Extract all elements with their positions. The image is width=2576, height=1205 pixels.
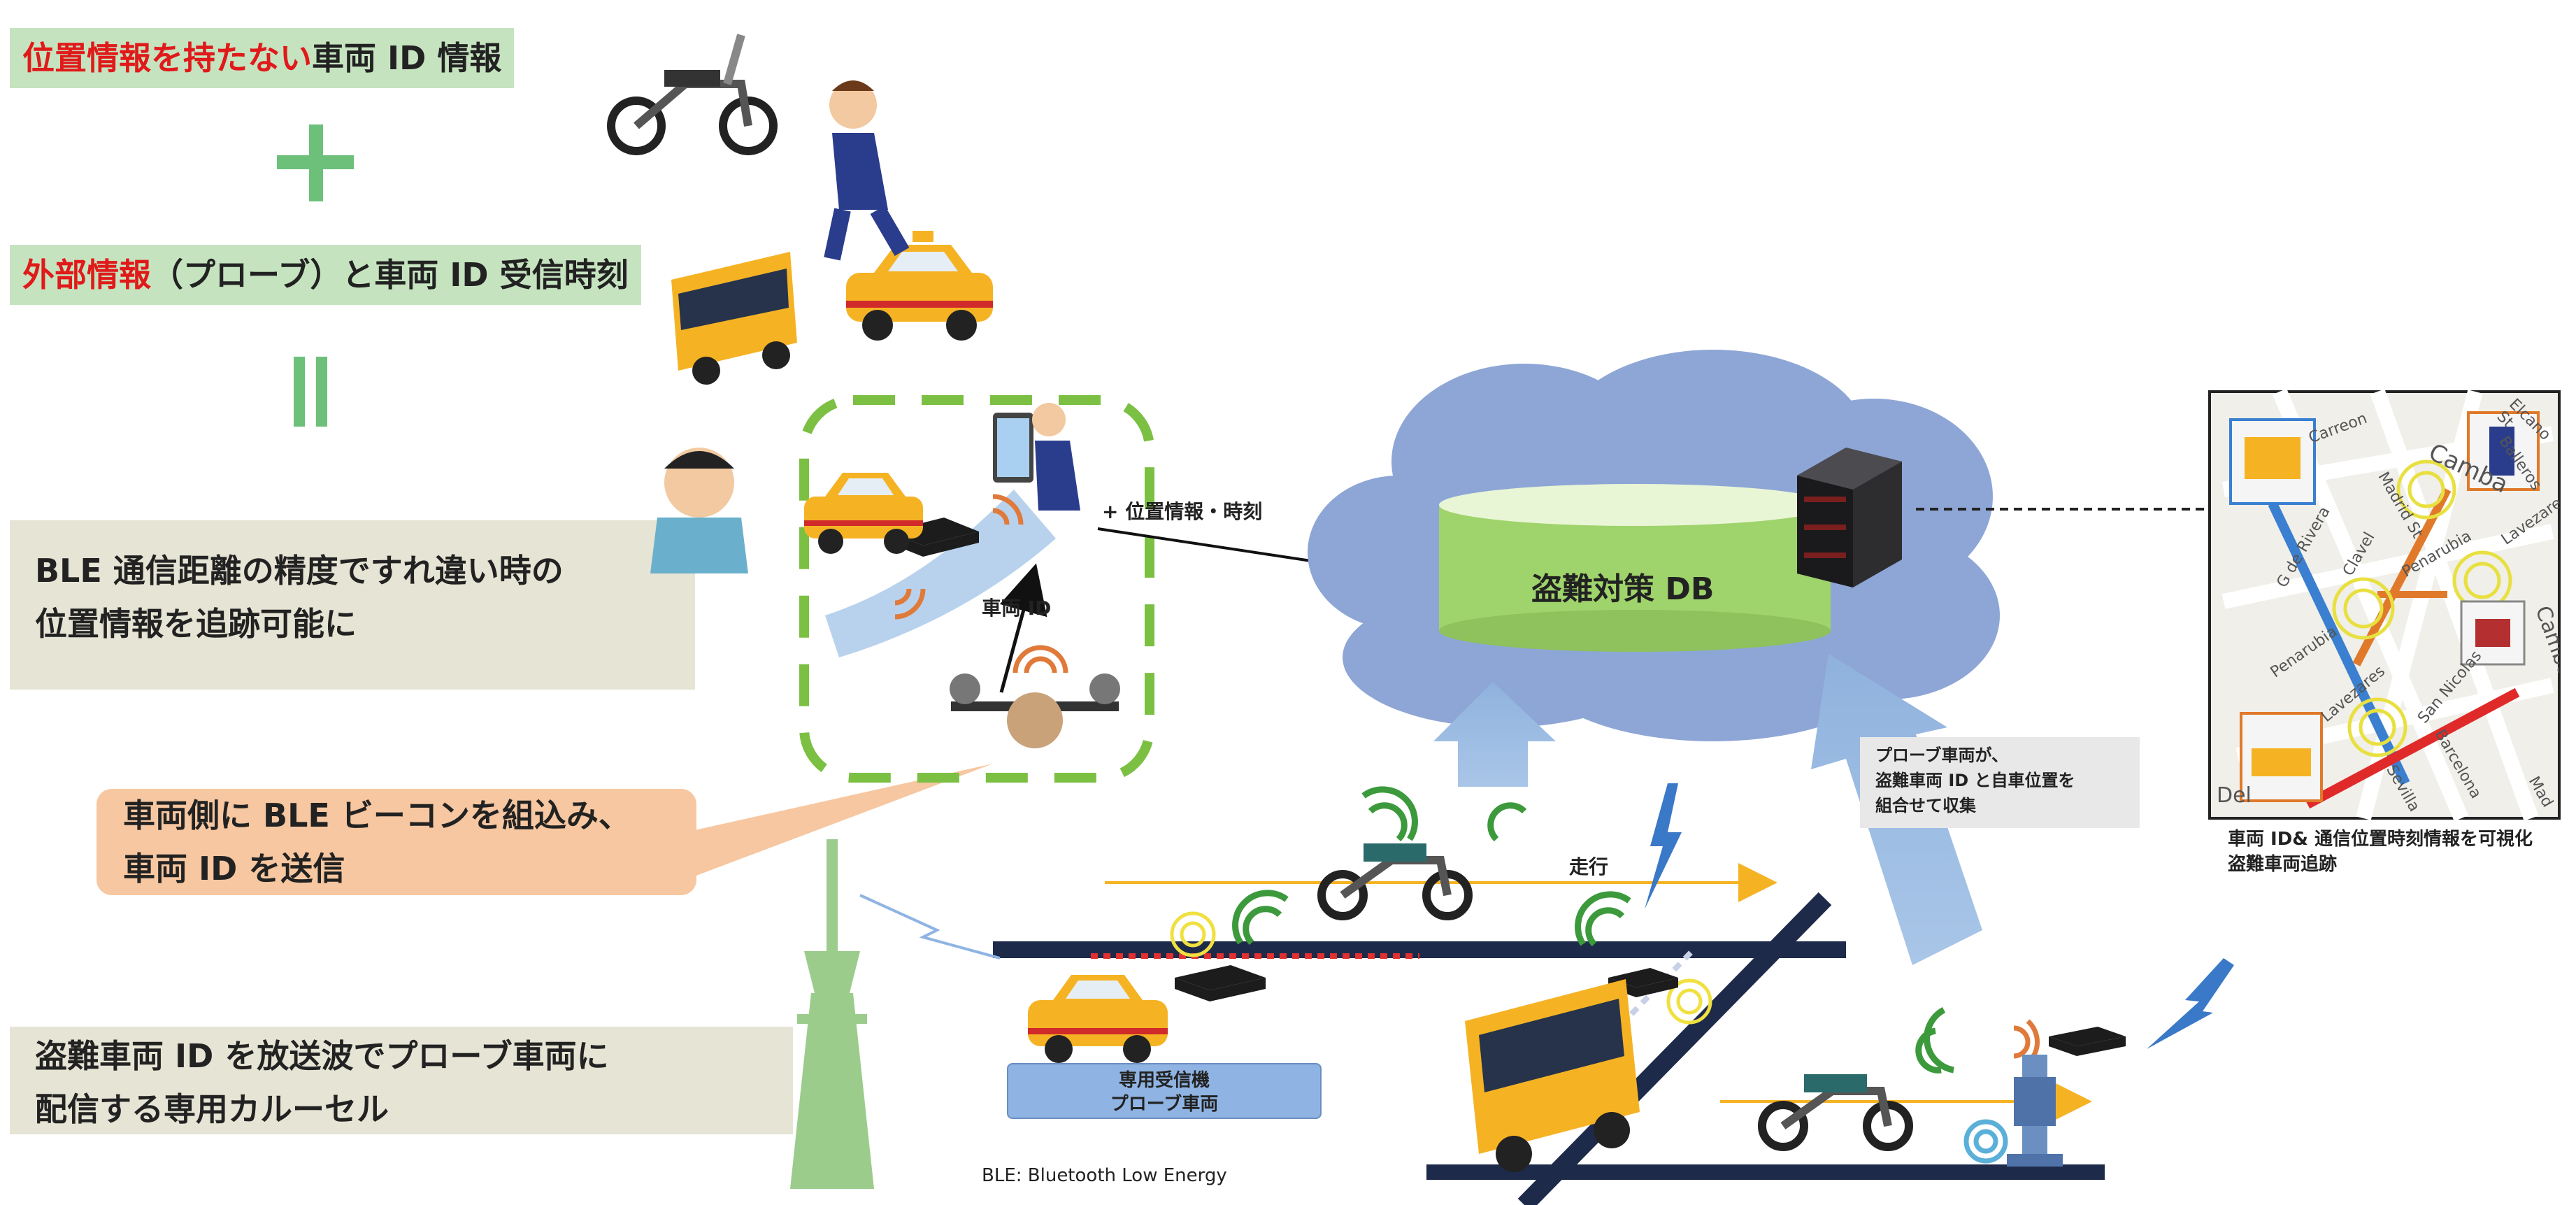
map-caption-line2: 盗難車両追跡	[2228, 854, 2338, 875]
receiver-label-line1: 専用受信機	[1118, 1070, 1210, 1091]
external-info-band: 外部情報（プローブ）と車両 ID 受信時刻	[10, 245, 641, 305]
ble-ring-icon	[1170, 911, 1712, 1025]
taxi-icon	[804, 231, 1168, 1063]
running-label: 走行	[1569, 855, 1609, 878]
walking-person-icon	[824, 80, 910, 261]
signal-path-swoosh	[825, 490, 1056, 657]
map-street-label: Penarubia	[2267, 622, 2341, 682]
lightning-icon-2	[2147, 958, 2234, 1049]
map-panel	[2208, 388, 2561, 822]
road-diagonal	[1517, 892, 1832, 1205]
no-location-info-band: 位置情報を持たない車両 ID 情報	[10, 28, 515, 88]
receiver-label-line2: プローブ車両	[1110, 1094, 1219, 1115]
beacon-callout-line2: 車両 ID を送信	[123, 850, 345, 887]
ble-footnote: BLE: Bluetooth Low Energy	[982, 1165, 1227, 1186]
server-stack-icon	[1797, 448, 1902, 587]
bus-icon	[671, 252, 1640, 1172]
map-caption-line1: 車両 ID& 通信位置時刻情報を可視化	[2228, 829, 2533, 850]
carousel-line1: 盗難車両 ID を放送波でプローブ車両に	[35, 1037, 609, 1075]
ble-tracking-box: BLE 通信距離の精度ですれ違い時の 位置情報を追跡可能に	[10, 520, 695, 690]
probe-note-line1: プローブ車両が、	[1875, 746, 2009, 765]
map-street-label: San Nicolas	[2414, 647, 2486, 727]
map-street-labels: Carreon Elcano St Balleros Lavezares Mad…	[2210, 392, 2559, 818]
map-street-label: Carreon	[2306, 409, 2370, 448]
map-caption: 車両 ID& 通信位置時刻情報を可視化 盗難車両追跡	[2228, 827, 2533, 877]
probe-note-box: プローブ車両が、 盗難車両 ID と自車位置を 組合せて収集	[1860, 737, 2140, 828]
upload-arrow-left	[1433, 682, 1556, 787]
map-street-label: Madrid St	[2374, 469, 2426, 542]
probe-note-line3: 組合せて収集	[1875, 796, 1976, 815]
vehicle-id-label: 車両 ID	[982, 597, 1052, 620]
map-street-label: G de Rivera	[2273, 504, 2334, 591]
carousel-line2: 配信する専用カルーセル	[35, 1090, 389, 1128]
beacon-pole-icon	[2007, 1055, 2063, 1167]
carousel-box: 盗難車両 ID を放送波でプローブ車両に 配信する専用カルーセル	[10, 1027, 793, 1134]
db-cylinder	[1439, 484, 1831, 652]
phone-person-icon	[993, 403, 1080, 511]
vehicle-id-arrow	[999, 563, 1047, 693]
external-info-red: 外部情報	[22, 256, 151, 294]
db-label: 盗難対策 DB	[1531, 571, 1715, 607]
map-street-label: Sevilla	[2382, 762, 2424, 815]
map-street-label: Clavel	[2340, 529, 2379, 580]
scooter-handlebar-icon	[950, 673, 1120, 748]
broadcast-wave	[859, 894, 1001, 960]
map-street-label: Lavezares	[2498, 490, 2559, 549]
worried-person-icon	[650, 448, 748, 573]
scooter-icon	[607, 34, 1913, 1151]
map-street-label: Barcelona	[2431, 726, 2485, 802]
no-location-info-red: 位置情報を持たない	[22, 39, 312, 77]
map-street-label: Camba	[2530, 602, 2559, 681]
plus-sign: +	[277, 112, 354, 210]
wifi-wave-icon	[1232, 786, 1954, 1074]
receiver-label-box: 専用受信機 プローブ車両	[1007, 1063, 1322, 1119]
equals-sign: II	[289, 357, 331, 430]
probe-receive-time-text: （プローブ）と車両 ID 受信時刻	[151, 256, 629, 294]
map-street-label: Lavezares	[2317, 662, 2389, 726]
vehicle-id-info-text: 車両 ID 情報	[312, 39, 502, 77]
ble-tracking-line1: BLE 通信距離の精度ですれ違い時の	[35, 552, 564, 590]
beacon-callout: 車両側に BLE ビーコンを組込み、 車両 ID を送信	[96, 789, 696, 895]
map-street-label: Del	[2217, 783, 2252, 808]
location-time-label: + 位置情報・時刻	[1102, 500, 1263, 523]
callout-pointer	[685, 764, 993, 880]
map-street-label: Mad	[2524, 773, 2556, 811]
beacon-ring-icon	[1963, 1119, 2008, 1164]
lightning-icon-1	[1645, 783, 1682, 909]
beacon-callout-line1: 車両側に BLE ビーコンを組込み、	[123, 797, 631, 834]
ble-tracking-line2: 位置情報を追跡可能に	[35, 605, 357, 643]
broadcast-tower-icon	[790, 839, 874, 1189]
signal-wave-icon	[894, 494, 2040, 1065]
probe-note-line2: 盗難車両 ID と自車位置を	[1875, 771, 2075, 790]
